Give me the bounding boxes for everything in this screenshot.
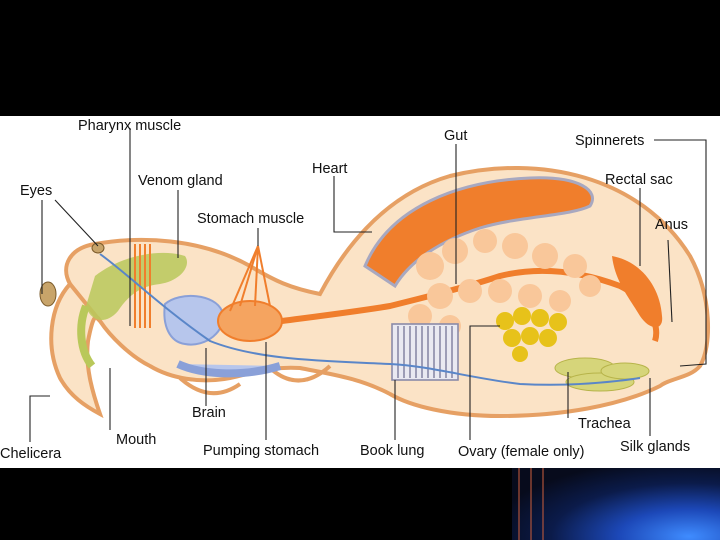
leader-heart [333,176,372,233]
label-heart: Heart [312,161,348,177]
label-brain: Brain [192,405,226,421]
brain-shape [163,294,224,346]
rectal-sac-shape [612,256,663,328]
silk-glands-shape [554,357,650,392]
background-photo-corner [512,468,720,540]
label-stomach-muscle: Stomach muscle [197,211,305,227]
leg-stumps [178,364,332,396]
book-lung-shape [391,323,459,381]
spider-body-illustration [39,166,710,419]
body-outline [64,166,710,419]
label-anus: Anus [655,217,689,233]
leader-chelicera [29,395,50,442]
chelicera-shape [49,280,104,419]
stomach-muscle-fibers [229,245,271,312]
label-rectal-sac: Rectal sac [605,172,673,188]
leader-spinnerets [654,139,707,367]
eye-large [39,281,57,307]
label-gut: Gut [444,128,468,144]
nerve-cord-shape [176,360,282,378]
leader-ovary [469,325,500,440]
nerve-lines [99,253,641,386]
label-mouth: Mouth [116,432,157,448]
label-spinnerets: Spinnerets [575,133,645,149]
venom-duct-shape [77,304,96,369]
ovary-shape [496,307,567,362]
label-silk-glands: Silk glands [620,439,691,455]
label-pumping-stomach: Pumping stomach [203,443,320,459]
label-chelicera: Chelicera [0,446,62,462]
heart-shape [363,176,594,289]
leader-eyes-2 [54,199,99,247]
label-trachea: Trachea [578,416,631,432]
label-venom-gland: Venom gland [138,173,223,189]
leader-anus [667,239,673,323]
eye-small [91,242,105,254]
venom-gland-shape [86,252,188,321]
gut-lobes [408,229,601,337]
label-book-lung: Book lung [360,443,425,459]
leader-lines [29,128,707,442]
spider-anatomy-diagram: Pharynx muscle Eyes Venom gland Stomach … [0,116,720,468]
label-ovary: Ovary (female only) [458,444,585,460]
label-pharynx-muscle: Pharynx muscle [78,118,182,134]
label-eyes: Eyes [20,183,53,199]
